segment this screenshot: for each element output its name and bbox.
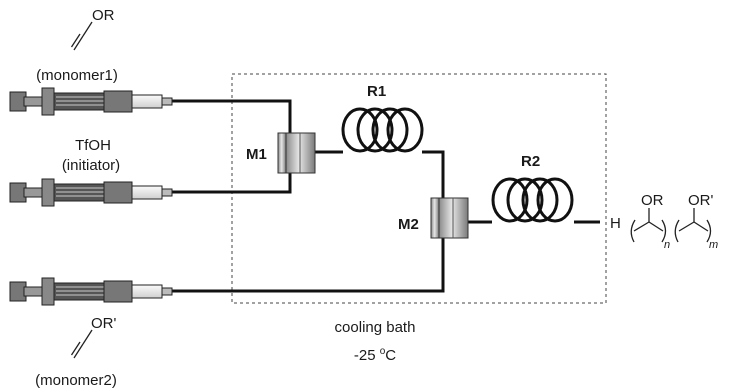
syringe-pump-initiator bbox=[9, 178, 173, 207]
monomer1-or-group: OR bbox=[92, 7, 115, 24]
initiator-name: TfOH bbox=[75, 137, 111, 154]
reactor-coil-r2 bbox=[491, 177, 574, 223]
mixer-m1-label: M1 bbox=[246, 146, 267, 163]
syringe-pump-monomer2 bbox=[9, 277, 173, 306]
reactor-coil-r1 bbox=[341, 107, 424, 153]
syringe-pump-monomer1 bbox=[9, 87, 173, 116]
vinyl-ether-structure-monomer2 bbox=[70, 329, 93, 359]
product-end-group: H bbox=[610, 215, 621, 232]
product-or-prime-group: OR' bbox=[688, 192, 714, 209]
product-or-group: OR bbox=[641, 192, 664, 209]
product-copolymer-structure bbox=[630, 208, 712, 243]
vinyl-ether-structure-monomer1 bbox=[70, 21, 93, 51]
reactor-r1-label: R1 bbox=[367, 83, 386, 100]
cooling-bath-box bbox=[231, 73, 607, 304]
reactor-r2-label: R2 bbox=[521, 153, 540, 170]
cooling-bath-temperature: -25 oC bbox=[354, 346, 396, 364]
mixer-m1 bbox=[277, 132, 316, 174]
monomer2-label: (monomer2) bbox=[35, 372, 117, 389]
monomer2-or-group: OR' bbox=[91, 315, 117, 332]
product-subscript-n: n bbox=[664, 239, 670, 251]
product-subscript-m: m bbox=[709, 239, 718, 251]
mixer-m2-label: M2 bbox=[398, 216, 419, 233]
monomer1-label: (monomer1) bbox=[36, 67, 118, 84]
tubing bbox=[172, 99, 600, 293]
cooling-bath-label: cooling bath bbox=[335, 319, 416, 336]
mixer-m2 bbox=[430, 197, 469, 239]
initiator-label: (initiator) bbox=[62, 157, 120, 174]
